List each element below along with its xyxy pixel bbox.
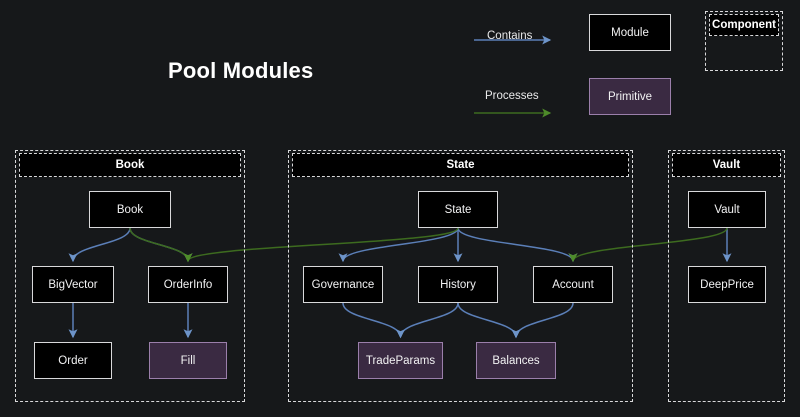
legend-component-header: Component xyxy=(709,14,779,36)
node-history[interactable]: History xyxy=(418,266,498,303)
group-container-book xyxy=(15,150,245,402)
node-balances[interactable]: Balances xyxy=(476,342,556,379)
node-state[interactable]: State xyxy=(418,191,498,228)
node-fill[interactable]: Fill xyxy=(149,342,227,379)
node-governance[interactable]: Governance xyxy=(303,266,383,303)
page-title: Pool Modules xyxy=(168,58,314,83)
node-order[interactable]: Order xyxy=(34,342,112,379)
legend-component-container xyxy=(705,11,783,71)
node-tradeparams[interactable]: TradeParams xyxy=(358,342,443,379)
group-container-state xyxy=(288,150,633,402)
legend-module-box: Module xyxy=(589,14,671,51)
node-bigvector[interactable]: BigVector xyxy=(32,266,114,303)
group-header-state: State xyxy=(292,153,629,177)
group-header-book: Book xyxy=(19,153,241,177)
group-container-vault xyxy=(668,150,785,402)
node-deepprice[interactable]: DeepPrice xyxy=(688,266,766,303)
legend-primitive-box: Primitive xyxy=(589,78,671,115)
legend-label-processes: Processes xyxy=(485,90,539,102)
node-book[interactable]: Book xyxy=(89,191,171,228)
group-header-vault: Vault xyxy=(672,153,781,177)
node-account[interactable]: Account xyxy=(533,266,613,303)
legend-label-contains: Contains xyxy=(487,30,533,42)
node-vault[interactable]: Vault xyxy=(688,191,766,228)
node-orderinfo[interactable]: OrderInfo xyxy=(148,266,228,303)
